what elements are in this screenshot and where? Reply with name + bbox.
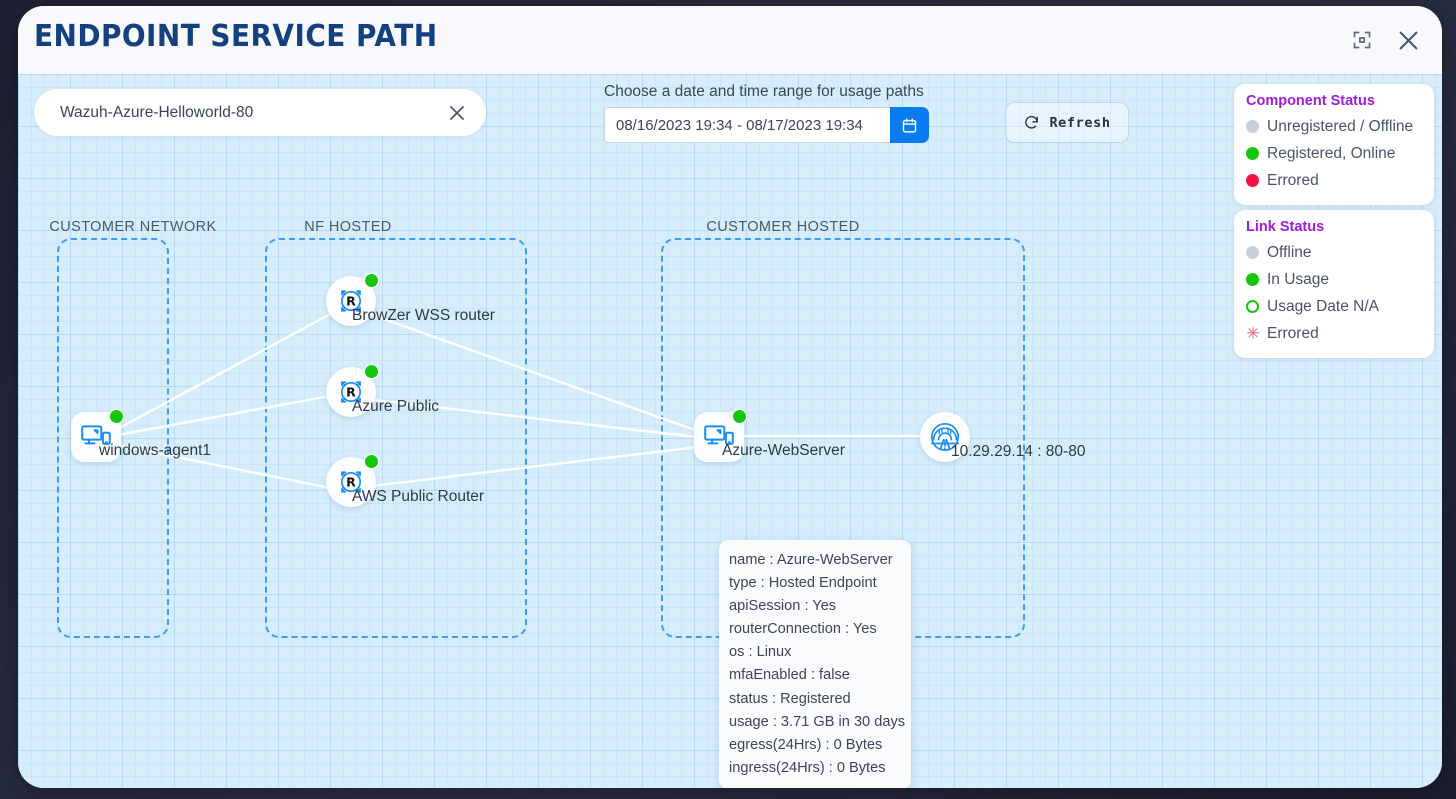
legend-item-label: In Usage — [1267, 270, 1330, 288]
legend-item-label: Errored — [1267, 324, 1319, 342]
legend-item: Unregistered / Offline — [1246, 113, 1422, 140]
page-title: ENDPOINT SERVICE PATH — [34, 19, 438, 54]
date-range-group: Choose a date and time range for usage p… — [604, 83, 929, 143]
node-label: Azure Public — [352, 398, 440, 415]
node-detail-tooltip: name : Azure-WebServer type : Hosted End… — [719, 540, 911, 788]
link-dot-in-usage — [1246, 273, 1259, 286]
filter-value-text: Wazuh-Azure-Helloworld-80 — [60, 103, 254, 121]
svg-text:R: R — [346, 385, 356, 400]
node-label: BrowZer WSS router — [352, 307, 495, 324]
status-dot-errored — [1246, 174, 1259, 187]
calendar-icon[interactable] — [890, 107, 929, 143]
date-range-label: Choose a date and time range for usage p… — [604, 83, 924, 100]
zone-label-customer-network: CUSTOMER NETWORK — [49, 219, 217, 235]
tooltip-row-apisession: apiSession : Yes — [729, 598, 837, 615]
node-windows-agent1[interactable]: windows-agent1 — [71, 409, 211, 462]
legend-item-label: Registered, Online — [1267, 144, 1396, 162]
legend-item: Errored — [1246, 167, 1422, 194]
node-label: AWS Public Router — [352, 488, 485, 505]
endpoint-filter-field[interactable]: Wazuh-Azure-Helloworld-80 — [34, 89, 486, 136]
status-dot-online — [364, 273, 379, 288]
link-dot-usage-na — [1246, 300, 1259, 313]
clear-filter-icon[interactable] — [440, 96, 474, 130]
legend-item-label: Errored — [1267, 171, 1319, 189]
tooltip-row-usage: usage : 3.71 GB in 30 days — [729, 713, 906, 730]
tooltip-row-os: os : Linux — [729, 644, 792, 661]
legend-item-label: Unregistered / Offline — [1267, 117, 1414, 135]
node-browzer-wss-router[interactable]: R BrowZer WSS router — [326, 273, 495, 326]
svg-text:R: R — [346, 294, 356, 309]
node-aws-public-router[interactable]: R AWS Public Router — [326, 454, 484, 507]
refresh-label: Refresh — [1049, 114, 1111, 131]
node-azure-webserver[interactable]: Azure-WebServer — [694, 409, 845, 462]
node-label: windows-agent1 — [99, 442, 212, 459]
link-dot-offline — [1246, 246, 1259, 259]
date-range-input[interactable]: 08/16/2023 19:34 - 08/17/2023 19:34 — [604, 107, 890, 143]
node-label: Azure-WebServer — [722, 442, 845, 459]
topology-canvas: Wazuh-Azure-Helloworld-80 Choose a date … — [18, 74, 1442, 788]
node-service-endpoint[interactable]: 10.29.29.14 : 80-80 — [920, 412, 1085, 462]
legend-link-status: Link Status Offline In Usage Usage Date … — [1234, 210, 1434, 358]
tooltip-row-routerconnection: routerConnection : Yes — [729, 621, 877, 638]
refresh-icon — [1025, 115, 1039, 129]
legend-title: Component Status — [1246, 93, 1375, 109]
tooltip-row-mfaenabled: mfaEnabled : false — [729, 667, 850, 684]
legend-item: ✳ Errored — [1246, 320, 1422, 347]
tooltip-row-type: type : Hosted Endpoint — [729, 575, 877, 592]
close-x-icon[interactable] — [1392, 24, 1424, 56]
status-dot-unregistered — [1246, 120, 1259, 133]
tooltip-row-egress: egress(24Hrs) : 0 Bytes — [729, 736, 883, 753]
status-dot-online — [1246, 147, 1259, 160]
legend-item-label: Usage Date N/A — [1267, 297, 1379, 315]
legend-item: In Usage — [1246, 266, 1422, 293]
legend-item: Registered, Online — [1246, 140, 1422, 167]
node-label: 10.29.29.14 : 80-80 — [951, 443, 1086, 460]
svg-text:R: R — [346, 475, 356, 490]
zone-box-nf-hosted — [265, 238, 527, 638]
legend-item-label: Offline — [1267, 243, 1312, 261]
status-dot-online — [364, 364, 379, 379]
legend-item: Offline — [1246, 239, 1422, 266]
endpoint-service-path-window: ENDPOINT SERVICE PATH Wazuh-Azure-Hellow… — [18, 6, 1442, 788]
zone-box-customer-network — [57, 238, 169, 638]
status-dot-online — [109, 409, 124, 424]
tooltip-row-status: status : Registered — [729, 690, 851, 707]
window-header: ENDPOINT SERVICE PATH — [18, 6, 1442, 74]
zone-label-nf-hosted: NF HOSTED — [304, 219, 392, 235]
zone-label-customer-hosted: CUSTOMER HOSTED — [706, 219, 860, 235]
date-range-row: 08/16/2023 19:34 - 08/17/2023 19:34 — [604, 107, 929, 143]
refresh-button[interactable]: Refresh — [1005, 102, 1129, 143]
link-asterisk-errored-icon: ✳ — [1246, 324, 1261, 343]
tooltip-row-ingress: ingress(24Hrs) : 0 Bytes — [729, 759, 886, 776]
status-dot-online — [732, 409, 747, 424]
expand-fullscreen-icon[interactable] — [1346, 24, 1378, 56]
node-azure-public[interactable]: R Azure Public — [326, 364, 439, 417]
legend-item: Usage Date N/A — [1246, 293, 1422, 320]
legend-component-status: Component Status Unregistered / Offline … — [1234, 84, 1434, 205]
tooltip-row-name: name : Azure-WebServer — [729, 552, 893, 568]
tunnel-service-icon — [920, 412, 970, 462]
status-dot-online — [364, 454, 379, 469]
legend-title: Link Status — [1246, 219, 1325, 235]
